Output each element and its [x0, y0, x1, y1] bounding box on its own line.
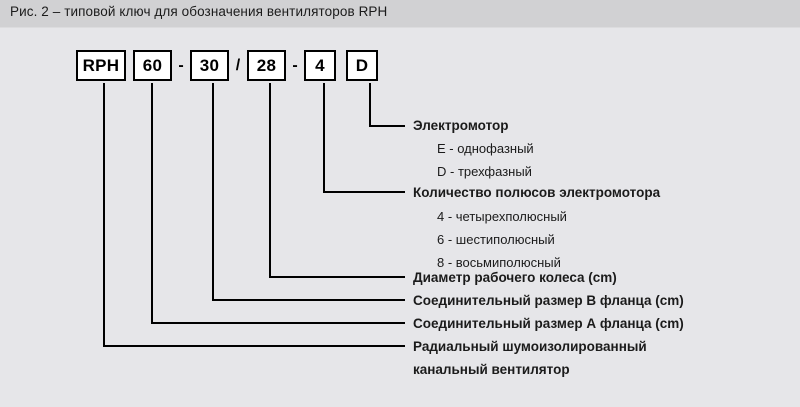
description-option-pole-count-0: 4 - четырехполюсный — [437, 209, 567, 224]
leader-flange-b — [212, 83, 405, 301]
description-title-fan-type: Радиальный шумоизолированный — [413, 339, 647, 354]
description-option-electric-motor-1: D - трехфазный — [437, 164, 532, 179]
leader-fan-type — [103, 83, 405, 347]
leader-pole-count — [323, 83, 405, 193]
code-box-4[interactable]: 4 — [304, 50, 336, 81]
leader-impeller — [269, 83, 405, 278]
code-separator: / — [235, 56, 241, 74]
code-separator: - — [292, 56, 298, 74]
code-box-30[interactable]: 30 — [190, 50, 229, 81]
figure-caption-bar: Рис. 2 – типовой ключ для обозначения ве… — [0, 0, 800, 28]
description-title-electric-motor: Электромотор — [413, 118, 509, 133]
code-separator: - — [178, 56, 184, 74]
description-title-fan-type-line2: канальный вентилятор — [413, 362, 570, 377]
description-title-impeller-diameter: Диаметр рабочего колеса (cm) — [413, 270, 617, 285]
figure-caption-text: Рис. 2 – типовой ключ для обозначения ве… — [10, 4, 388, 19]
code-box-rph[interactable]: RPH — [76, 50, 126, 81]
description-title-flange-a-size: Соединительный размер А фланца (cm) — [413, 316, 684, 331]
description-option-electric-motor-0: E - однофазный — [437, 141, 534, 156]
description-option-pole-count-2: 8 - восьмиполюсный — [437, 255, 561, 270]
description-title-pole-count: Количество полюсов электромотора — [413, 185, 661, 200]
description-option-pole-count-1: 6 - шестиполюсный — [437, 232, 555, 247]
code-box-28[interactable]: 28 — [247, 50, 286, 81]
leader-flange-a — [151, 83, 405, 324]
leader-electric-motor — [369, 83, 405, 127]
code-box-60[interactable]: 60 — [133, 50, 172, 81]
description-title-flange-b-size: Соединительный размер В фланца (cm) — [413, 293, 684, 308]
code-box-d[interactable]: D — [346, 50, 378, 81]
